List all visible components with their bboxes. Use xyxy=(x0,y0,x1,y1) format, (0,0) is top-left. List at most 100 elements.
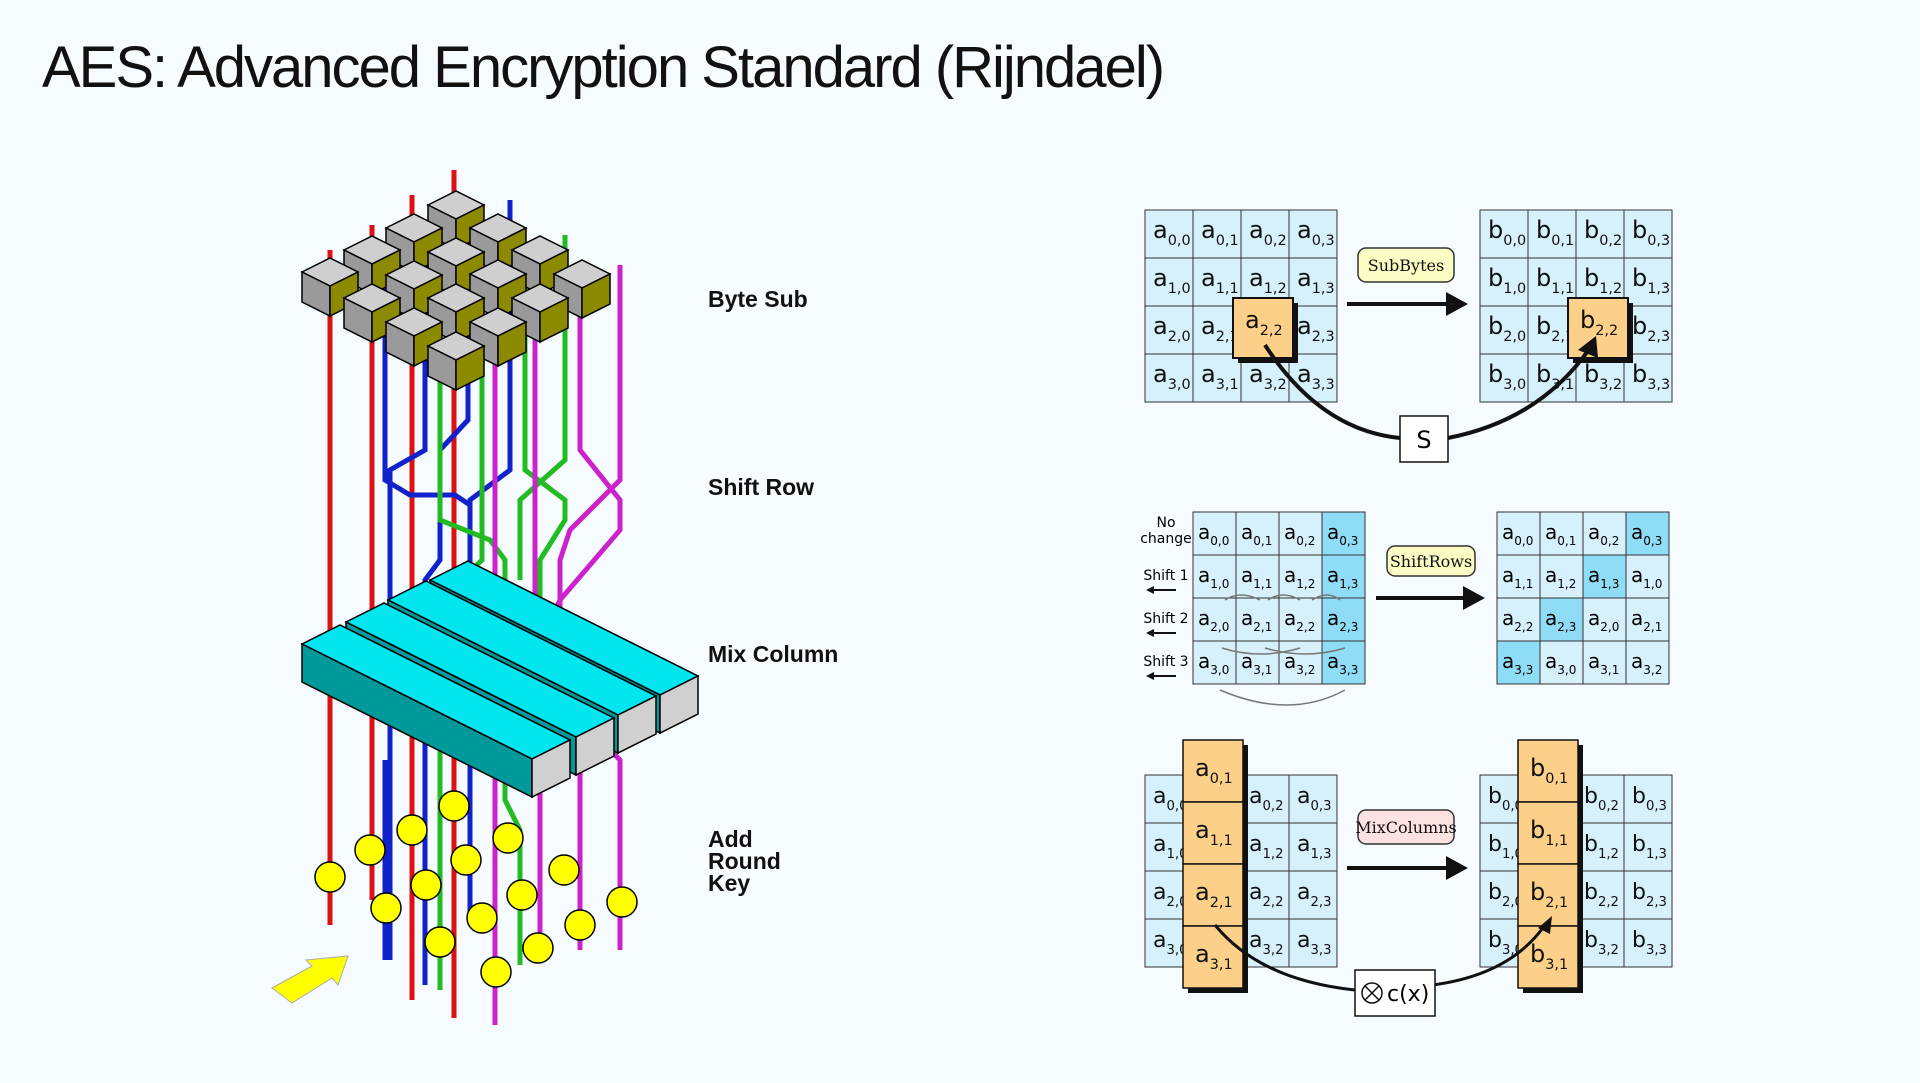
svg-text:a3,2: a3,2 xyxy=(1249,928,1283,958)
svg-text:a3,0: a3,0 xyxy=(1153,928,1187,958)
wire-15 xyxy=(557,265,623,950)
svg-text:b0,2: b0,2 xyxy=(1584,784,1619,814)
subbytes-input-grid-cell xyxy=(1288,353,1338,403)
shiftrows-input-text: a1,3 xyxy=(1327,563,1358,591)
subbytes-input-grid-cell xyxy=(1240,257,1290,307)
subbytes-output-grid-cell xyxy=(1623,353,1673,403)
mixcolumns-output-grid-cell xyxy=(1623,822,1673,872)
shiftrows-input-text: a0,3 xyxy=(1327,520,1358,548)
mixcolumns-output-grid-cell xyxy=(1527,918,1577,968)
svg-text:a3,0: a3,0 xyxy=(1153,360,1191,393)
round-key-dot-13 xyxy=(522,932,554,964)
subbytes-output-grid-cell xyxy=(1479,353,1529,403)
shiftrows-input-cell xyxy=(1192,511,1237,556)
subbytes-input-grid-cell xyxy=(1144,353,1194,403)
svg-text:b0,3: b0,3 xyxy=(1632,784,1667,814)
sbox-label: S xyxy=(1416,426,1431,454)
shiftrows-input-cell xyxy=(1235,640,1280,685)
svg-text:b2,1: b2,1 xyxy=(1530,878,1568,911)
shiftrows-output-text: a2,1 xyxy=(1631,606,1662,634)
round-key-dot-11 xyxy=(548,854,580,886)
round-key-dot-5 xyxy=(410,869,442,901)
mixcolumns-input-grid-cell xyxy=(1192,870,1242,920)
svg-text:a3,3: a3,3 xyxy=(1297,360,1335,393)
mixcolumns-output-grid-cell xyxy=(1623,918,1673,968)
shiftrows-op-label: ShiftRows xyxy=(1386,545,1476,577)
shiftrows-output-cell xyxy=(1625,597,1670,642)
svg-text:a2,1: a2,1 xyxy=(1195,878,1233,911)
round-key-dot-15 xyxy=(606,886,638,918)
shiftrows-output-text: a1,2 xyxy=(1545,563,1576,591)
shiftrows-output-cell xyxy=(1625,511,1670,556)
mixcolumns-output-grid-cell xyxy=(1479,918,1529,968)
shiftrows-input-text: a1,1 xyxy=(1241,563,1272,591)
svg-text:a1,1: a1,1 xyxy=(1195,816,1233,849)
shiftrows-input-text: a3,3 xyxy=(1327,649,1358,677)
svg-text:b0,0: b0,0 xyxy=(1488,784,1523,814)
shiftrows-op-label-text: ShiftRows xyxy=(1390,552,1472,571)
shiftrows-input-cell xyxy=(1235,597,1280,642)
shiftrows-input-cell xyxy=(1278,597,1323,642)
svg-text:b3,2: b3,2 xyxy=(1584,360,1622,393)
subbytes-curve-in xyxy=(1263,343,1401,440)
subbytes-input-grid-cell xyxy=(1240,209,1290,259)
round-key-dot-9 xyxy=(466,902,498,934)
svg-text:a0,1: a0,1 xyxy=(1201,216,1239,249)
mixcolumns-output-grid-cell xyxy=(1527,870,1577,920)
round-key-dot-7 xyxy=(492,822,524,854)
subbytes-curve-head xyxy=(1578,336,1598,358)
svg-text:b0,0: b0,0 xyxy=(1488,216,1526,249)
shiftrows-input-cell xyxy=(1321,511,1366,556)
subbytes-input-grid-cell xyxy=(1240,305,1290,355)
sbox-cube-9 xyxy=(468,259,528,320)
subbytes-input-grid-cell xyxy=(1192,209,1242,259)
shift-arrow-head-3 xyxy=(1146,672,1154,680)
svg-text:a0,1: a0,1 xyxy=(1201,784,1235,814)
shiftrows-input-cell xyxy=(1321,640,1366,685)
shiftrows-input-cell xyxy=(1235,554,1280,599)
mixcolumns-input-grid-cell xyxy=(1288,918,1338,968)
shiftrows-output-text: a0,3 xyxy=(1631,520,1662,548)
shiftrows-output-text: a2,3 xyxy=(1545,606,1576,634)
mixcolumns-input-grid-cell xyxy=(1144,870,1194,920)
mixcolumns-output-column: b0,1b1,1b2,1b3,1 xyxy=(1517,739,1583,993)
mixcolumns-input-grid-cell xyxy=(1144,774,1194,824)
subbytes-output-grid-cell xyxy=(1479,305,1529,355)
svg-text:b2,2: b2,2 xyxy=(1580,306,1618,339)
shiftrows-input-text: a1,2 xyxy=(1284,563,1315,591)
shiftrows-output-cell xyxy=(1539,554,1584,599)
subbytes-input-grid-cell xyxy=(1192,353,1242,403)
mixcolumns-input-grid-cell xyxy=(1192,822,1242,872)
svg-text:b1,2: b1,2 xyxy=(1584,832,1619,862)
shift-arrow-head-1 xyxy=(1146,586,1154,594)
svg-text:a2,3: a2,3 xyxy=(1297,312,1335,345)
svg-text:b0,2: b0,2 xyxy=(1584,216,1622,249)
subbytes-input-grid-cell xyxy=(1240,353,1290,403)
svg-text:a2,1: a2,1 xyxy=(1201,312,1239,345)
subbytes-output-grid-cell xyxy=(1575,305,1625,355)
input-arrow-icon xyxy=(271,955,349,1004)
shiftrows-output-cell xyxy=(1539,640,1584,685)
subbytes-input-grid-cell xyxy=(1144,209,1194,259)
svg-text:a3,1: a3,1 xyxy=(1201,360,1239,393)
subbytes-output-grid-cell xyxy=(1479,257,1529,307)
subbytes-output-grid-cell xyxy=(1575,257,1625,307)
svg-text:a0,3: a0,3 xyxy=(1297,216,1335,249)
sbox-box xyxy=(1399,415,1449,463)
shiftrows-output-cell xyxy=(1625,554,1670,599)
round-key-dot-2 xyxy=(396,814,428,846)
mixcolumns-output-grid-cell xyxy=(1479,774,1529,824)
svg-text:a1,0: a1,0 xyxy=(1153,832,1187,862)
shiftrows-input-text: a0,0 xyxy=(1198,520,1229,548)
shiftrows-input-text: a3,1 xyxy=(1241,649,1272,677)
svg-text:b2,3: b2,3 xyxy=(1632,880,1667,910)
mixcolumns-output-grid-cell xyxy=(1479,822,1529,872)
subbytes-input-grid-cell xyxy=(1144,305,1194,355)
mixcolumns-output-grid-cell xyxy=(1479,870,1529,920)
svg-text:b3,0: b3,0 xyxy=(1488,360,1526,393)
svg-text:b1,1: b1,1 xyxy=(1536,264,1574,297)
